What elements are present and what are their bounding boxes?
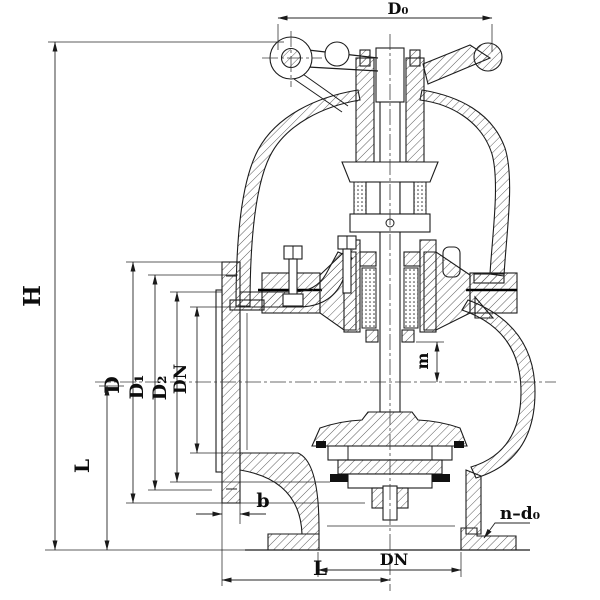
outlet-flange-left bbox=[267, 533, 320, 551]
valve-body bbox=[215, 246, 536, 551]
handwheel-knob bbox=[324, 41, 350, 67]
dim-label-n-d0: n–d₀ bbox=[500, 504, 540, 524]
dim-label-d1: D₁ bbox=[126, 375, 148, 400]
centerlines bbox=[95, 31, 556, 591]
dimensions: D₀ H D D₁ D₂ DN L b bbox=[19, 0, 540, 586]
handwheel bbox=[269, 36, 503, 113]
dim-label-h: H bbox=[19, 285, 46, 307]
handwheel-ball-end bbox=[473, 42, 503, 72]
bonnet-bolts bbox=[282, 235, 357, 307]
dim-label-dn-bottom: DN bbox=[380, 550, 409, 569]
packing bbox=[361, 267, 377, 329]
dim-label-l-left: L bbox=[70, 459, 94, 473]
dim-label-d2: D₂ bbox=[149, 376, 171, 401]
inlet-flange bbox=[221, 261, 241, 504]
dim-label-b: b bbox=[256, 490, 269, 512]
dim-label-l-bottom: L bbox=[313, 556, 327, 580]
dim-label-d0: D₀ bbox=[388, 0, 409, 18]
dim-label-m: m bbox=[413, 352, 432, 369]
dim-label-d: D bbox=[100, 376, 124, 393]
stem-nut-bushing bbox=[355, 57, 375, 163]
dim-label-dn-left: DN bbox=[171, 364, 191, 394]
